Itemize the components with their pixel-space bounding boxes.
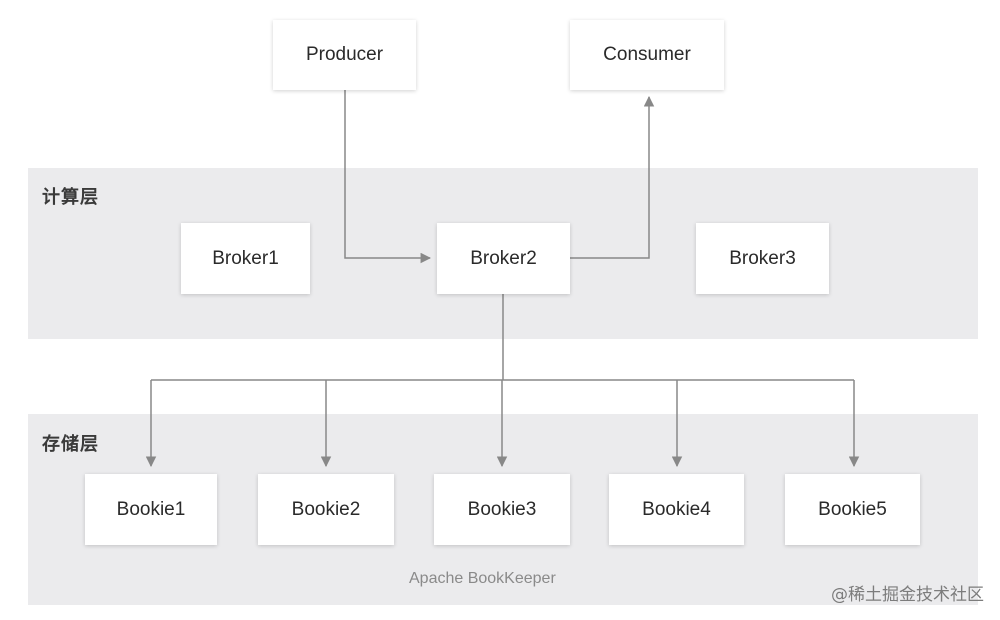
bookie2-node: Bookie2 bbox=[258, 474, 394, 545]
bookie4-node: Bookie4 bbox=[609, 474, 744, 545]
producer-node: Producer bbox=[273, 20, 416, 90]
storage-system-label: Apache BookKeeper bbox=[409, 570, 556, 587]
bookie3-node: Bookie3 bbox=[434, 474, 570, 545]
storage-layer-label: 存储层 bbox=[42, 434, 99, 455]
watermark-text: @稀土掘金技术社区 bbox=[831, 585, 984, 605]
compute-layer-label: 计算层 bbox=[42, 187, 99, 208]
broker2-node: Broker2 bbox=[437, 223, 570, 294]
consumer-node: Consumer bbox=[570, 20, 724, 90]
bookie5-node: Bookie5 bbox=[785, 474, 920, 545]
broker3-node: Broker3 bbox=[696, 223, 829, 294]
broker1-node: Broker1 bbox=[181, 223, 310, 294]
bookie1-node: Bookie1 bbox=[85, 474, 217, 545]
